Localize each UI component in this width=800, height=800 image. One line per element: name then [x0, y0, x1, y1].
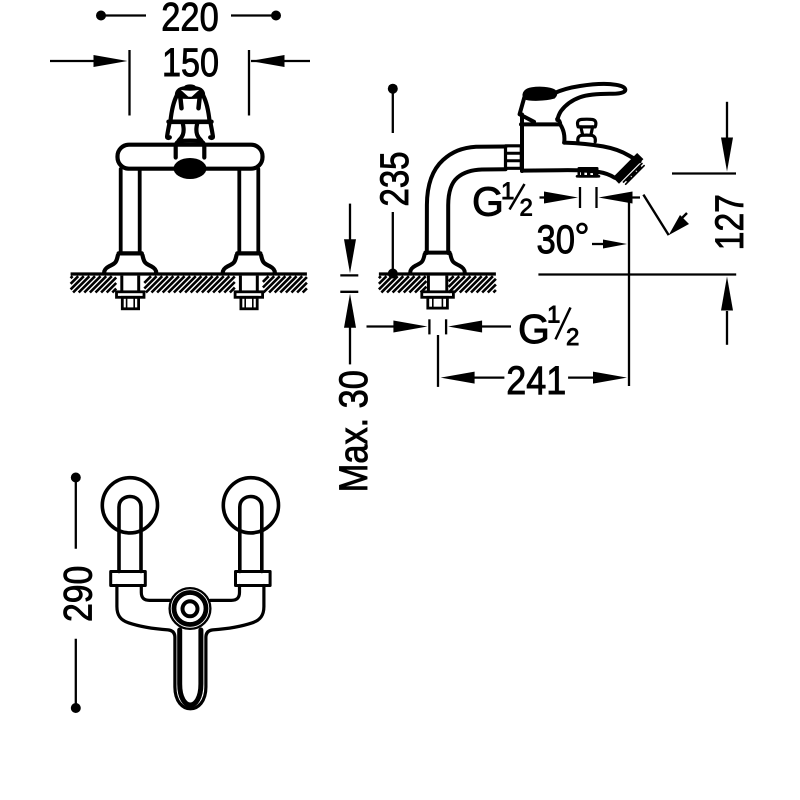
svg-text:1: 1	[501, 178, 514, 205]
svg-text:2: 2	[520, 195, 533, 222]
svg-text:150: 150	[162, 41, 219, 85]
svg-text:220: 220	[161, 0, 219, 39]
svg-text:30: 30	[537, 218, 576, 262]
svg-text:Max. 30: Max. 30	[332, 370, 376, 492]
svg-text:241: 241	[506, 359, 566, 403]
svg-text:G: G	[472, 179, 504, 225]
svg-text:127: 127	[708, 194, 752, 250]
svg-text:235: 235	[373, 152, 417, 207]
svg-text:G: G	[518, 306, 550, 352]
svg-text:2: 2	[566, 324, 579, 351]
svg-text:1: 1	[547, 302, 560, 329]
svg-text:290: 290	[57, 566, 101, 622]
